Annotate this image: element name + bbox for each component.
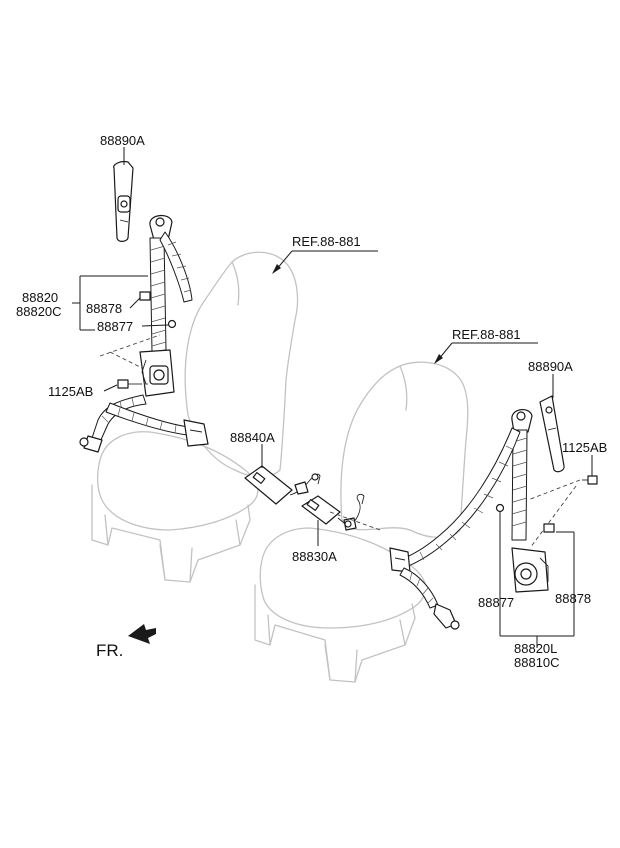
right-buckle-part [301, 493, 365, 531]
label-right-assembly-2: 88810C [514, 655, 560, 670]
ref-leader-left [272, 250, 378, 274]
left-label-brackets [72, 275, 169, 392]
right-label-brackets [499, 512, 575, 648]
right-anchor-bolt [582, 475, 598, 485]
label-right-assembly-1: 88820L [514, 641, 557, 656]
label-left-clip-a: 88878 [86, 301, 122, 316]
left-dashed-guides [99, 334, 161, 385]
right-clip-88878 [543, 523, 555, 533]
label-right-buckle: 88830A [292, 549, 337, 564]
label-right-trim: 88890A [528, 359, 573, 374]
right-seatbelt-webbing [389, 409, 549, 630]
right-buckle-dash [329, 511, 381, 531]
right-dashed-guides [527, 479, 581, 549]
label-right-clip-a: 88877 [478, 595, 514, 610]
label-left-assembly-1: 88820 [22, 290, 58, 305]
right-trim-cover-part [539, 395, 565, 473]
front-direction-arrow [128, 624, 156, 644]
left-trim-cover-part [113, 160, 134, 242]
label-front-marker: FR. [96, 641, 123, 660]
label-left-assembly-2: 88820C [16, 304, 62, 319]
label-left-clip-b: 88877 [97, 319, 133, 334]
left-seatbelt-webbing [79, 215, 209, 453]
right-clip-88877 [495, 503, 505, 513]
label-left-trim: 88890A [100, 133, 145, 148]
label-ref-left: REF.88-881 [292, 234, 361, 249]
left-clip-88877 [167, 319, 177, 329]
ref-leader-right [434, 342, 538, 364]
left-clip-88878 [139, 291, 151, 301]
label-right-bolt: 1125AB [562, 440, 607, 455]
label-right-clip-b: 88878 [555, 591, 591, 606]
right-seat-outline [254, 361, 469, 683]
label-ref-right: REF.88-881 [452, 327, 521, 342]
center-buckle-part [244, 465, 321, 505]
label-left-bolt: 1125AB [48, 384, 93, 399]
label-center-buckle: 88840A [230, 430, 275, 445]
